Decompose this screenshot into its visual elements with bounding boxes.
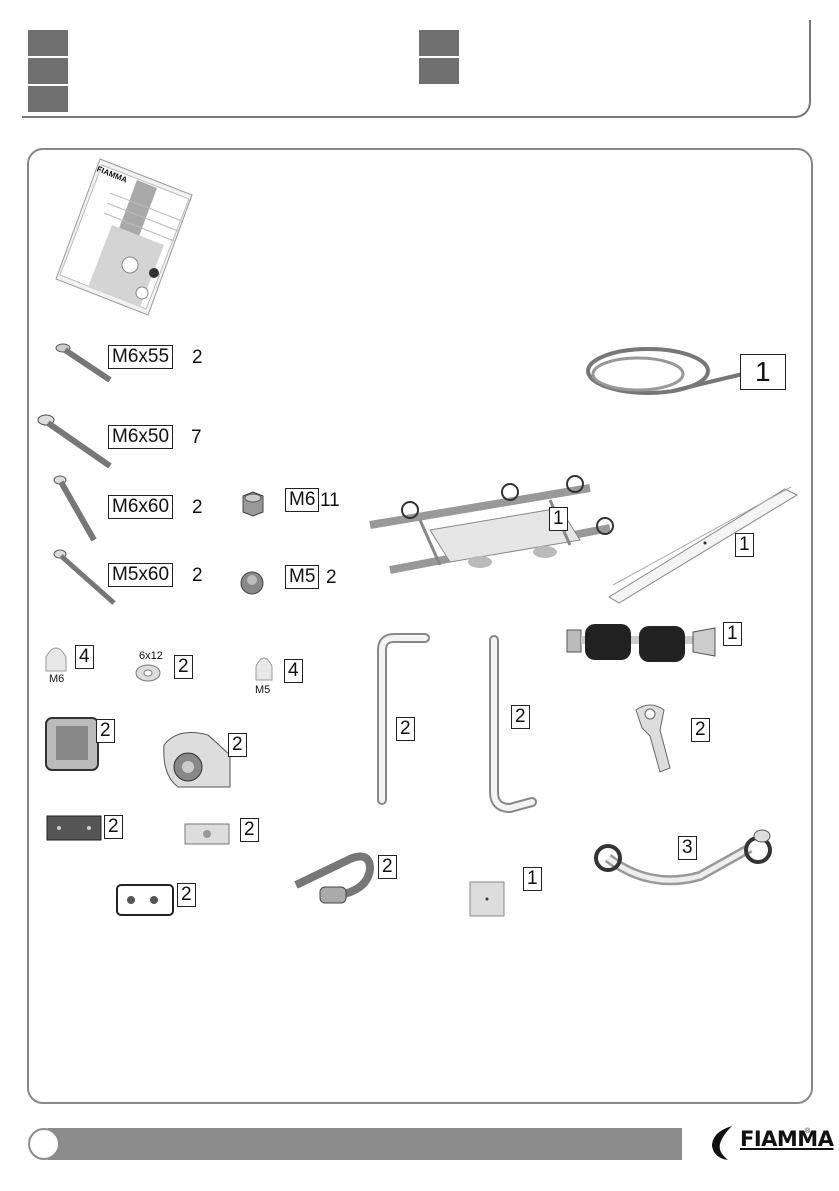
language-square <box>28 58 68 84</box>
bolt-m6x60-image <box>52 474 112 544</box>
part-label: M6 <box>285 488 319 512</box>
part-label: 3 <box>678 836 697 860</box>
ratchet-strap-image <box>290 845 380 910</box>
part-quantity: 2 <box>192 497 203 519</box>
language-square <box>419 58 459 84</box>
part-quantity: 2 <box>326 567 337 589</box>
part-quantity: 2 <box>192 565 203 587</box>
part-label: 1 <box>735 533 754 557</box>
page-number-circle <box>28 1128 60 1160</box>
strap-image <box>583 336 753 416</box>
lock-housing-image <box>158 725 238 795</box>
part-label: 2 <box>691 718 710 742</box>
part-label: 2 <box>96 719 115 743</box>
language-square <box>28 30 68 56</box>
part-label: 2 <box>174 655 193 679</box>
language-square <box>28 86 68 112</box>
part-label: 2 <box>177 883 196 907</box>
part-quantity: 11 <box>320 490 340 512</box>
nut-m5-image <box>238 568 268 598</box>
part-quantity: 7 <box>191 427 202 449</box>
nut-m6-image <box>238 490 268 520</box>
lock-bar-image <box>565 620 725 670</box>
bolt-m6x50-image <box>38 408 118 468</box>
part-label: 2 <box>240 818 259 842</box>
footer-bar <box>48 1128 682 1160</box>
part-label: 2 <box>228 733 247 757</box>
fork-clamp-image <box>630 700 680 775</box>
part-label: M5 <box>285 565 319 589</box>
footer-brand-logo: FIAMMA <box>740 1127 833 1151</box>
part-label: M6x55 <box>108 345 173 369</box>
registered-mark: ® <box>805 1128 810 1135</box>
part-label: 2 <box>378 855 397 879</box>
plate-with-screws-image <box>114 882 176 918</box>
part-label: 2 <box>104 815 123 839</box>
part-label: 1 <box>740 354 786 390</box>
part-size-label: M6 <box>49 673 64 685</box>
part-size-label: 6x12 <box>139 650 163 662</box>
part-quantity: 2 <box>192 347 203 369</box>
language-square <box>419 30 459 56</box>
end-cap-m6-image <box>44 645 68 673</box>
part-label: 1 <box>549 507 568 531</box>
part-label: M6x60 <box>108 495 173 519</box>
plate-with-nut-image <box>183 820 233 848</box>
part-label: 1 <box>723 622 742 646</box>
part-label: 4 <box>284 659 303 683</box>
rail-image <box>605 485 805 610</box>
part-size-label: M5 <box>255 684 270 696</box>
rack-frame-image <box>360 470 620 585</box>
bolt-m6x55-image <box>55 340 115 385</box>
header-frame <box>22 20 811 118</box>
washer-image <box>135 663 163 683</box>
part-label: 2 <box>396 717 415 741</box>
fiamma-flame-icon <box>706 1122 738 1162</box>
part-label: 2 <box>511 705 530 729</box>
part-label: M6x50 <box>108 425 173 449</box>
end-cap-m5-image <box>254 656 274 682</box>
part-label: 1 <box>523 867 542 891</box>
square-pad-image <box>468 880 508 920</box>
part-label: 4 <box>75 645 94 669</box>
part-label: M5x60 <box>108 563 173 587</box>
dark-plate-image <box>45 812 105 844</box>
